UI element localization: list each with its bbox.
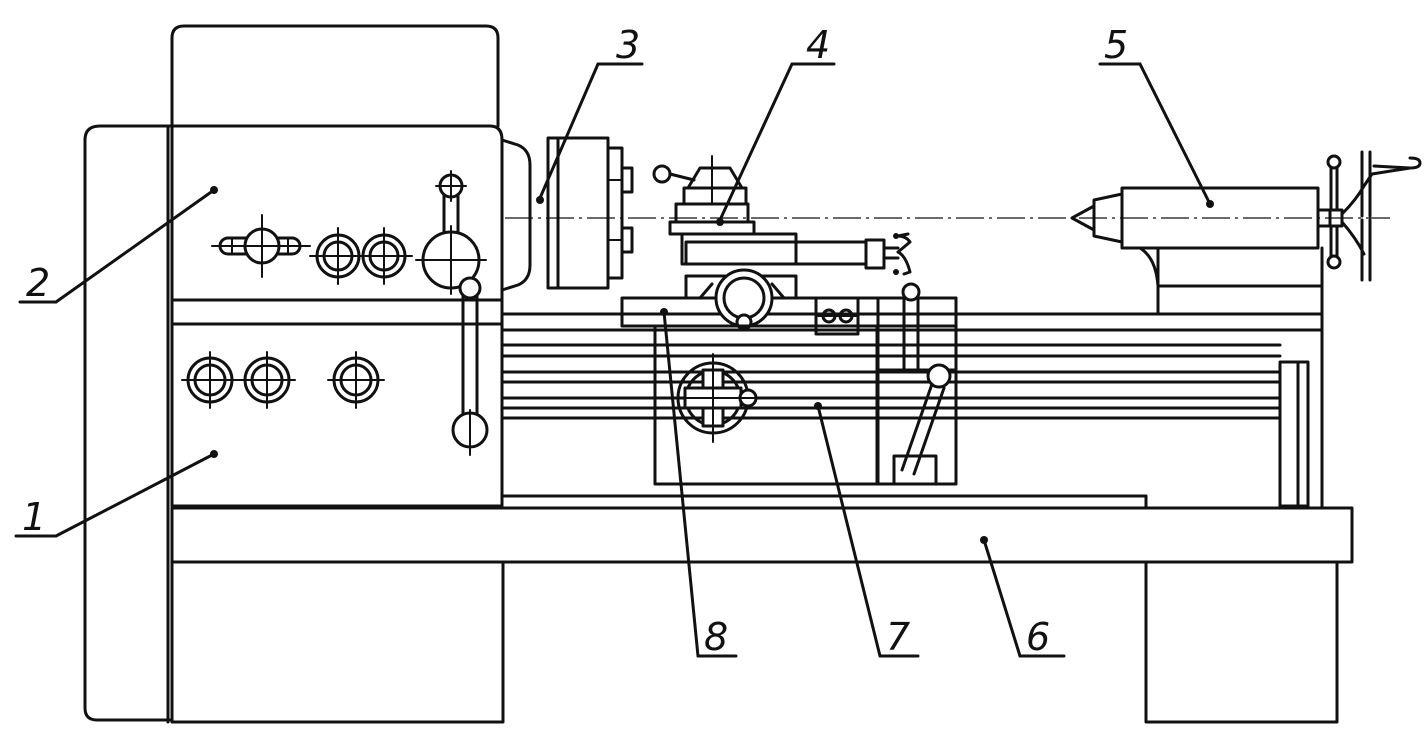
callout-label-2: 2 <box>26 261 50 305</box>
tool-post <box>652 155 912 276</box>
callout-label-6: 6 <box>1026 615 1050 659</box>
callout-1: 1 <box>14 450 218 539</box>
callout-2: 2 <box>18 186 218 305</box>
feed-gearbox <box>170 276 504 508</box>
callout-5: 5 <box>1098 23 1214 208</box>
callout-label-5: 5 <box>1104 23 1128 67</box>
lathe-bed <box>170 506 1354 724</box>
callout-label-1: 1 <box>22 495 46 539</box>
chuck <box>546 136 634 290</box>
left-pedestal <box>83 124 505 724</box>
tailstock <box>1070 150 1422 316</box>
callout-label-8: 8 <box>704 615 728 659</box>
callout-label-3: 3 <box>616 23 640 67</box>
callout-label-7: 7 <box>886 615 910 659</box>
callout-4: 4 <box>716 23 836 226</box>
callout-3: 3 <box>536 23 644 204</box>
carriage <box>620 268 958 336</box>
callout-8: 8 <box>660 308 738 659</box>
callout-label-4: 4 <box>806 23 830 67</box>
headstock <box>170 24 532 302</box>
lead-screw-rails <box>500 312 1324 510</box>
callout-7: 7 <box>814 402 920 659</box>
callout-6: 6 <box>980 536 1066 659</box>
apron <box>653 282 958 486</box>
